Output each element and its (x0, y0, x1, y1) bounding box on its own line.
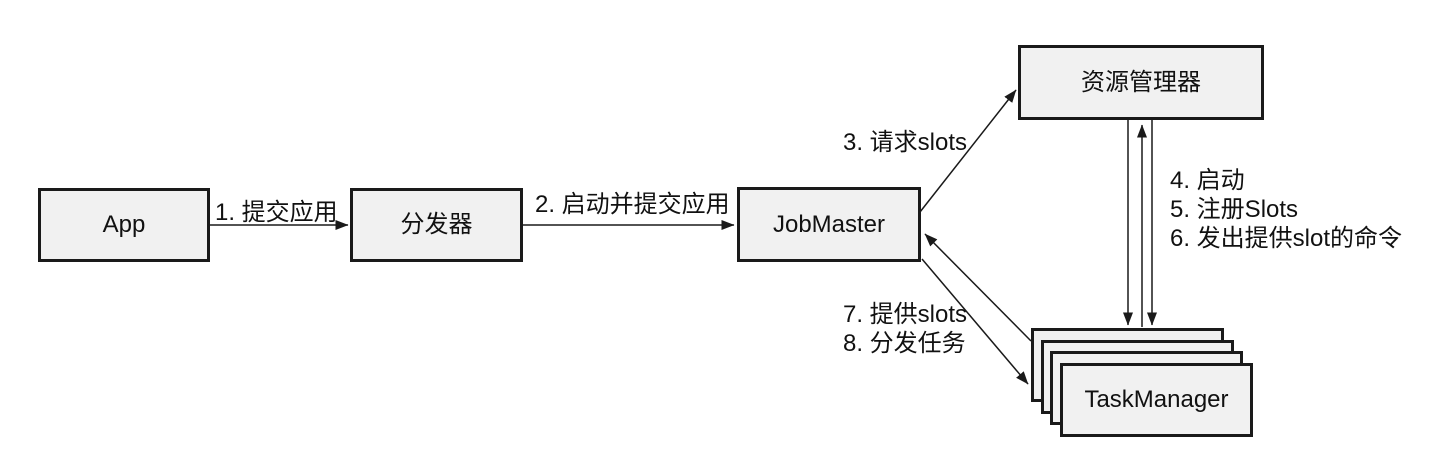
edge-label-2: 2. 启动并提交应用 (535, 191, 730, 218)
node-resource-manager-label: 资源管理器 (1081, 68, 1201, 96)
edge-label-4: 4. 启动 (1170, 167, 1245, 194)
edge-label-3: 3. 请求slots (843, 129, 968, 156)
node-app: App (38, 188, 210, 262)
arrow-request-slots (919, 89, 1017, 213)
edge-label-7: 7. 提供slots (843, 301, 968, 328)
edge-label-5: 5. 注册Slots (1170, 196, 1299, 223)
node-jobmaster-label: JobMaster (772, 210, 886, 238)
arrow-dispatch-tasks (921, 258, 1029, 385)
node-resource-manager: 资源管理器 (1018, 45, 1264, 120)
node-dispatcher-label: 分发器 (400, 211, 473, 238)
node-taskmanager: TaskManager (1060, 363, 1253, 437)
node-jobmaster: JobMaster (737, 187, 921, 262)
node-taskmanager-label: TaskManager (1084, 386, 1229, 413)
arrow-provide-slots (924, 233, 1032, 342)
edge-label-6: 6. 发出提供slot的命令 (1170, 225, 1403, 252)
edge-label-1: 1. 提交应用 (215, 199, 338, 226)
edge-label-8: 8. 分发任务 (843, 330, 966, 357)
node-dispatcher: 分发器 (350, 188, 523, 262)
node-app-label: App (102, 211, 146, 238)
